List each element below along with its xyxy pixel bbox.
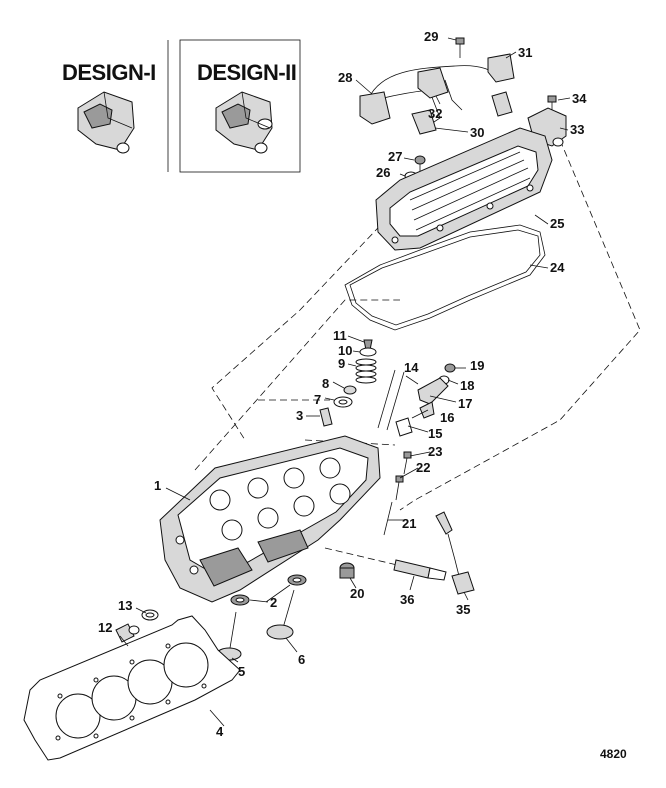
design-2-box	[179, 39, 301, 173]
rocker-stud-16	[419, 401, 435, 419]
rocker-arm-17	[417, 377, 449, 405]
valve-cover-25	[375, 127, 553, 251]
ignition-coil-design-2	[215, 91, 273, 154]
callout-13: 13	[118, 598, 132, 613]
callout-1: 1	[154, 478, 161, 493]
leader-lines	[119, 37, 571, 727]
callout-27: 27	[388, 149, 402, 164]
figure-number: 4820	[600, 747, 627, 761]
stud-27	[414, 155, 426, 172]
callout-9: 9	[338, 356, 345, 371]
callout-36: 36	[400, 592, 414, 607]
callout-23: 23	[428, 444, 442, 459]
callout-labels: 1 2 3 4 5 6 7 8 9 10 11 12 13 14 15 16 1…	[98, 29, 627, 761]
callout-19: 19	[470, 358, 484, 373]
fitting-12	[115, 623, 140, 643]
callout-24: 24	[550, 260, 565, 275]
callout-25: 25	[550, 216, 564, 231]
callout-6: 6	[298, 652, 305, 667]
nut-19	[444, 363, 456, 373]
seal-8	[343, 385, 357, 395]
design-1-panel: DESIGN-I	[62, 40, 169, 172]
callout-16: 16	[440, 410, 454, 425]
guide-3	[319, 407, 333, 427]
callout-3: 3	[296, 408, 303, 423]
callout-8: 8	[322, 376, 329, 391]
valve-seals-2	[230, 574, 307, 606]
valve-spring-9	[355, 358, 377, 384]
head-gasket-4	[23, 615, 241, 761]
ignition-harness	[359, 53, 515, 135]
design-2-label: DESIGN-II	[197, 60, 296, 85]
callout-29: 29	[424, 29, 438, 44]
callout-5: 5	[238, 664, 245, 679]
callout-11: 11	[333, 328, 347, 343]
callout-26: 26	[376, 165, 390, 180]
callout-7: 7	[314, 392, 321, 407]
cylinder-head-1	[159, 435, 381, 603]
callout-34: 34	[572, 91, 587, 106]
callout-18: 18	[460, 378, 474, 393]
callout-10: 10	[338, 343, 352, 358]
callout-15: 15	[428, 426, 442, 441]
design-1-label: DESIGN-I	[62, 60, 156, 85]
callout-20: 20	[350, 586, 364, 601]
bolt-21	[383, 501, 393, 536]
design-2-panel: DESIGN-II	[179, 39, 301, 173]
valve-cover-gasket-24	[344, 224, 546, 331]
rocker-parts	[395, 363, 456, 437]
callout-17: 17	[458, 396, 472, 411]
callout-30: 30	[470, 125, 484, 140]
spark-plug-36	[393, 559, 447, 581]
callout-4: 4	[216, 724, 224, 739]
callout-14: 14	[404, 360, 419, 375]
valve-spring-stack	[319, 339, 377, 427]
callout-32: 32	[428, 106, 442, 121]
o-ring-13	[141, 609, 159, 621]
pushrods-14	[377, 369, 405, 431]
callout-31: 31	[518, 45, 532, 60]
bolt-23	[403, 451, 412, 475]
ignition-coil-design-1	[77, 91, 135, 154]
bolt-29	[455, 37, 465, 58]
intake-valve-6	[266, 589, 295, 640]
callout-21: 21	[402, 516, 416, 531]
bolt-22	[395, 475, 404, 501]
plug-20	[339, 562, 355, 579]
callout-12: 12	[98, 620, 112, 635]
callout-35: 35	[456, 602, 470, 617]
spark-plug-wire-35	[435, 511, 475, 595]
guide-plate-15	[395, 417, 413, 437]
retainer-10	[359, 347, 377, 357]
callout-2: 2	[270, 595, 277, 610]
callout-22: 22	[416, 460, 430, 475]
callout-33: 33	[570, 122, 584, 137]
callout-28: 28	[338, 70, 352, 85]
